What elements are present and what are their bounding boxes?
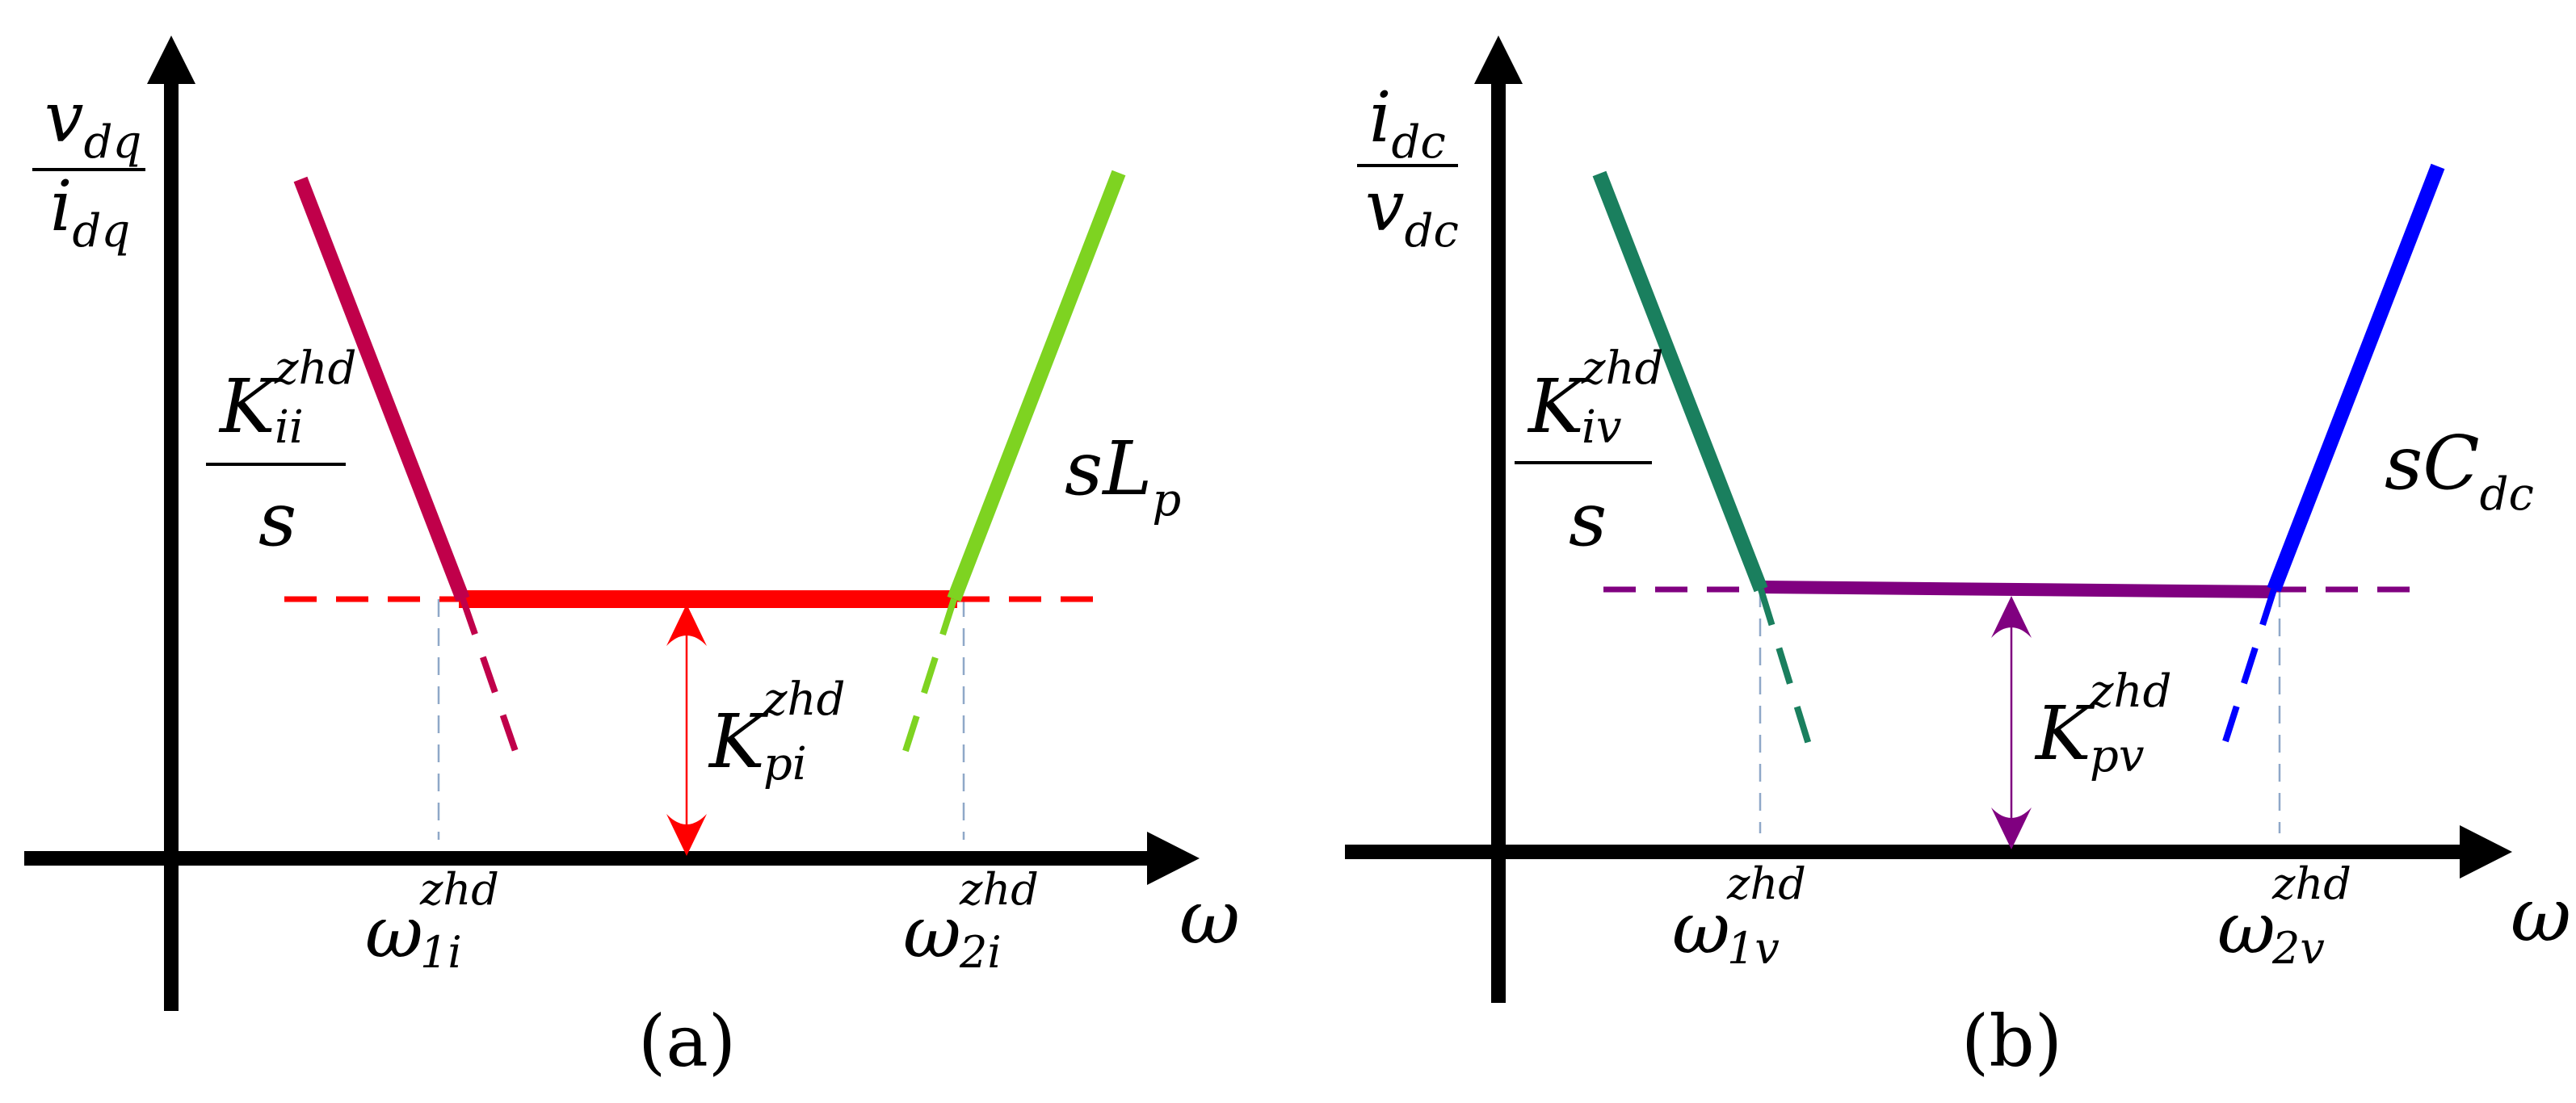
caption-a: (a)	[638, 1000, 736, 1083]
w1-label-b: ω	[1672, 887, 1730, 970]
ylabel-denominator-b: vdc	[1365, 166, 1459, 258]
w1-label-sup-a: zhd	[419, 864, 499, 915]
integral-label-sup-a: zhd	[274, 342, 356, 395]
capacitor-asymptote-b	[2267, 163, 2445, 593]
gain-line-b	[1760, 581, 2275, 598]
inductor-asymptote-a	[947, 170, 1126, 602]
inductor-label-a: sLp	[1065, 426, 1181, 526]
w1-label-sup-b: zhd	[1726, 858, 1806, 909]
ylabel-numerator-b: idc	[1369, 78, 1446, 169]
w2-label-sup-a: zhd	[959, 864, 1039, 915]
integral-label-denominator-a: s	[258, 476, 296, 563]
integral-label-b: K	[1527, 363, 1588, 450]
integral-asymptote-dashed-b	[1758, 588, 1813, 749]
panel-b: idc vdc K zhd iv s sCdc K zhd pv ω zhd 1…	[1345, 36, 2571, 1083]
w1-label-sub-b: 1v	[1727, 923, 1780, 974]
gain-arrowhead-up-a	[666, 604, 707, 646]
capacitor-asymptote-dashed-b	[2222, 588, 2277, 743]
ylabel-numerator-a: vdq	[44, 78, 141, 169]
gain-label-sup-a: zhd	[763, 673, 845, 726]
integral-asymptote-dashed-a	[460, 598, 520, 757]
gain-arrowhead-down-b	[1991, 807, 2032, 849]
w2-label-b: ω	[2217, 887, 2276, 970]
capacitor-label-b: sCdc	[2385, 420, 2534, 521]
integral-label-sub-a: ii	[275, 401, 304, 454]
gain-label-a: K	[708, 698, 769, 785]
gain-label-sub-b: pv	[2090, 730, 2145, 782]
xlabel-b: ω	[2511, 872, 2571, 958]
integral-label-denominator-b: s	[1569, 476, 1607, 563]
gain-arrowhead-down-a	[666, 814, 707, 856]
integral-label-sub-b: iv	[1582, 401, 1622, 454]
integral-asymptote-b	[1592, 170, 1768, 593]
gain-label-sub-a: pi	[763, 738, 807, 791]
w2-label-a: ω	[903, 891, 961, 974]
gain-arrowhead-up-b	[1991, 596, 2032, 638]
panel-a: vdq idq K zhd ii s sLp K zhd pi ω zhd 1i…	[24, 36, 1240, 1083]
inductor-asymptote-dashed-a	[902, 598, 957, 753]
integral-asymptote-a	[293, 176, 470, 602]
w2-label-sub-a: 2i	[959, 927, 1002, 978]
w2-label-sub-b: 2v	[2271, 923, 2325, 974]
xlabel-a: ω	[1179, 874, 1240, 961]
x-axis-arrowhead-a	[1147, 832, 1200, 885]
w1-label-a: ω	[365, 891, 423, 974]
integral-label-sup-b: zhd	[1581, 342, 1663, 395]
gain-label-b: K	[2034, 690, 2095, 777]
gain-label-sup-b: zhd	[2089, 665, 2171, 718]
ylabel-denominator-a: idq	[50, 166, 130, 258]
y-axis-arrowhead-a	[147, 36, 195, 84]
w1-label-sub-a: 1i	[420, 927, 462, 978]
w2-label-sup-b: zhd	[2271, 858, 2351, 909]
caption-b: (b)	[1961, 1000, 2062, 1083]
y-axis-arrowhead-b	[1474, 36, 1523, 84]
x-axis-arrowhead-b	[2460, 825, 2512, 879]
integral-label-a: K	[218, 363, 279, 450]
